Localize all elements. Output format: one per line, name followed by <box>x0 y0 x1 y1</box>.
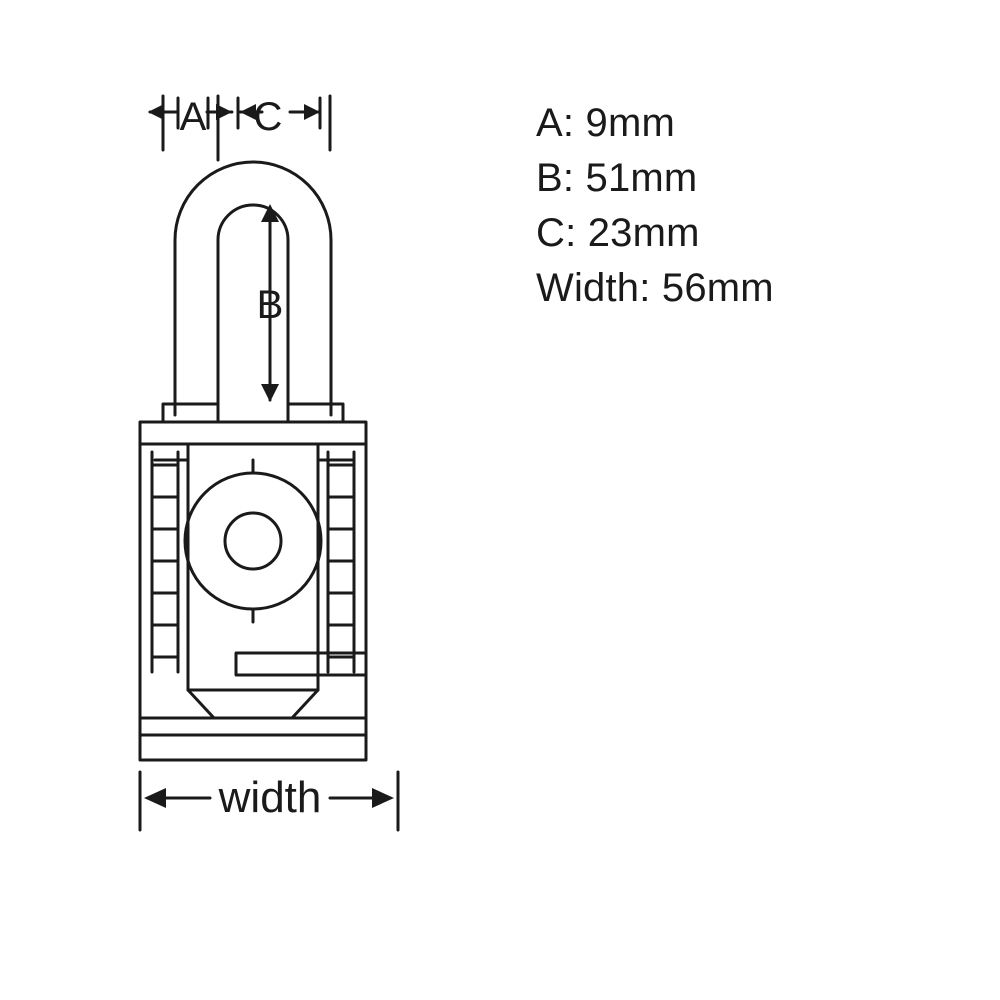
lock-dial-inner <box>223 511 283 571</box>
arrowhead-c-left <box>240 104 256 120</box>
arrowhead-width-left <box>144 788 166 808</box>
label-b: B <box>257 283 284 327</box>
arrowhead-c-right <box>304 104 320 120</box>
shackle-base-left <box>161 402 220 424</box>
arrowhead-b-up <box>261 204 279 222</box>
legend-line-a: A: 9mm <box>536 101 675 145</box>
legend-line-c: C: 23mm <box>536 211 700 255</box>
lock-body-outline <box>138 420 368 762</box>
label-a: A <box>180 95 207 139</box>
shackle-inner <box>216 203 290 417</box>
arrowhead-width-right <box>372 788 394 808</box>
legend-line-width: Width: 56mm <box>536 266 774 310</box>
arrowhead-a-left <box>148 104 164 120</box>
arrowhead-b-down <box>261 384 279 402</box>
label-c: C <box>254 95 283 139</box>
lock-body-lower-bar <box>234 651 368 677</box>
dimension-legend: A: 9mm B: 51mm C: 23mm Width: 56mm <box>536 96 956 316</box>
legend-line-b: B: 51mm <box>536 156 698 200</box>
shackle-base-right <box>286 402 345 424</box>
lock-body-bevel <box>186 688 320 720</box>
shackle-outer <box>173 160 333 417</box>
lock-body-inner-face <box>186 442 320 692</box>
lock-dial-outer <box>183 471 323 611</box>
arrowhead-a-right <box>216 104 232 120</box>
label-width: width <box>218 773 322 822</box>
